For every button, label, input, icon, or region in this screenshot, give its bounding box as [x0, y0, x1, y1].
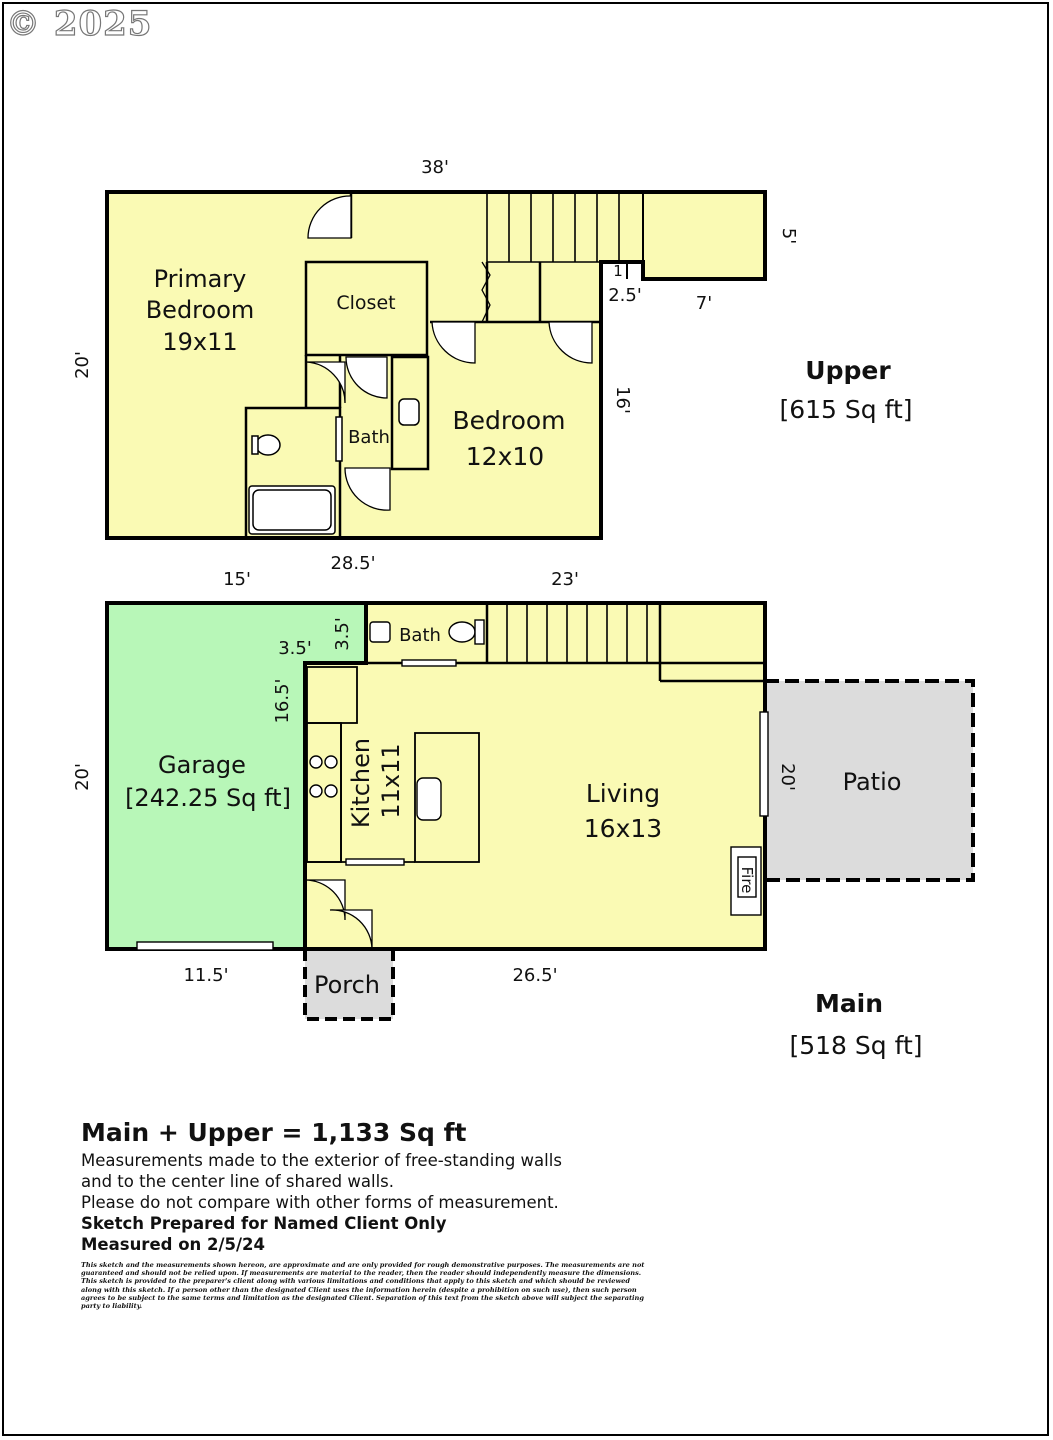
main-floor-area: [518 Sq ft]	[789, 1031, 922, 1060]
upper-outline	[105, 190, 767, 540]
porch-area	[303, 949, 395, 1021]
main-floor	[105, 601, 975, 1021]
dim-upper-ext-w: 7'	[696, 293, 712, 314]
total-area: Main + Upper = 1,133 Sq ft	[81, 1118, 467, 1147]
dim-main-bottom-right: 26.5'	[512, 965, 557, 986]
bath-walls	[244, 406, 342, 540]
upper-floor	[105, 190, 767, 540]
vanity	[390, 355, 430, 471]
upper-labels: Primary Bedroom 19x11 Closet Bath Bedroo…	[72, 157, 913, 574]
primary-bedroom-size: 19x11	[162, 328, 237, 356]
upper-door-swings	[305, 195, 593, 511]
garage-label: Garage	[158, 751, 246, 779]
fireplace-label: Fire	[738, 867, 756, 894]
living-label: Living	[586, 779, 660, 808]
upper-fixtures	[248, 398, 420, 535]
kitchen-island	[414, 732, 480, 863]
patio-area	[765, 679, 975, 882]
garage-area	[105, 601, 368, 951]
dim-main-left: 20'	[72, 763, 93, 791]
dim-upper-notch-w: 1	[613, 262, 623, 280]
main-labels: Garage [242.25 Sq ft] Bath Kitchen 11x11…	[72, 569, 923, 1060]
upper-floor-label: Upper	[805, 356, 891, 385]
dim-upper-notch-d: 2.5'	[608, 285, 642, 306]
dim-upper-right: 16'	[612, 386, 633, 414]
bedroom-size: 12x10	[466, 442, 544, 471]
kitchen-size: 11x11	[377, 743, 405, 818]
floor-plan: Primary Bedroom 19x11 Closet Bath Bedroo…	[72, 157, 975, 1060]
dim-main-top-left: 15'	[223, 569, 251, 590]
dim-upper-top: 38'	[421, 157, 449, 178]
dim-garage-inner: 16.5'	[272, 678, 293, 723]
living-size: 16x13	[584, 814, 662, 843]
main-door-swings	[304, 879, 373, 950]
garage-area-label: [242.25 Sq ft]	[125, 784, 291, 812]
copyright-watermark: © 2025	[5, 3, 153, 44]
main-floor-label: Main	[815, 989, 883, 1018]
porch-label: Porch	[314, 971, 380, 999]
dim-main-top-right: 23'	[551, 569, 579, 590]
upper-bath-label: Bath	[348, 427, 390, 448]
dim-main-bottom-left: 11.5'	[183, 965, 228, 986]
dim-upper-left: 20'	[72, 351, 93, 379]
measurement-note-1: Measurements made to the exterior of fre…	[81, 1151, 562, 1170]
bedroom-label: Bedroom	[452, 406, 565, 435]
primary-bedroom-label: Primary	[154, 265, 247, 293]
measurement-note-2: and to the center line of shared walls.	[81, 1172, 394, 1191]
disclaimer-text: This sketch and the measurements shown h…	[81, 1261, 645, 1311]
primary-bedroom-label-2: Bedroom	[146, 296, 255, 324]
main-stairs	[506, 603, 648, 663]
dim-upper-bottom: 28.5'	[330, 553, 375, 574]
upper-floor-area: [615 Sq ft]	[779, 395, 912, 424]
main-fixtures	[136, 619, 769, 951]
patio-label: Patio	[843, 768, 902, 796]
kitchen-label: Kitchen	[347, 738, 375, 828]
measurement-note-3: Please do not compare with other forms o…	[81, 1193, 559, 1212]
dim-main-notch-w: 3.5'	[278, 638, 312, 659]
dim-upper-right-top: 5'	[778, 228, 799, 244]
closet-label: Closet	[336, 292, 395, 314]
closet-walls	[304, 260, 429, 357]
dim-patio: 20'	[777, 763, 798, 791]
upper-stairs	[486, 192, 620, 263]
client-note: Sketch Prepared for Named Client Only	[81, 1214, 447, 1233]
dim-main-notch-h: 3.5'	[332, 617, 353, 651]
main-bath-label: Bath	[399, 625, 441, 646]
measured-date: Measured on 2/5/24	[81, 1235, 265, 1254]
